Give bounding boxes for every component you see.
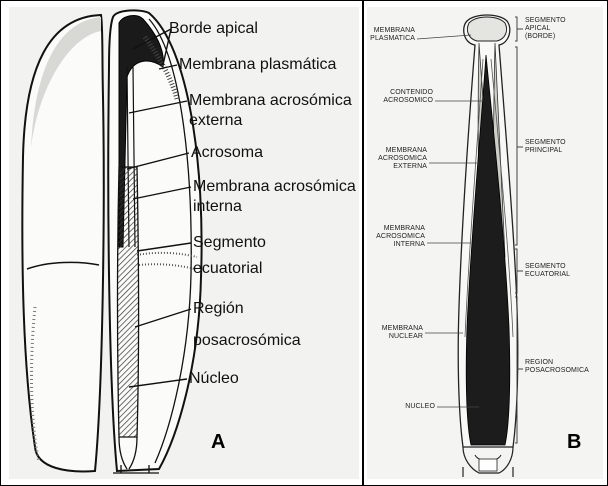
b-label-segmento-apical: SEGMENTO APICAL (BORDE) <box>525 17 566 41</box>
label-region-posacrosomica-line2: posacrosómica <box>193 331 301 351</box>
b-label-contenido-acrosomico: CONTENIDO ACROSOMICO <box>383 89 433 105</box>
b-label-segmento-ecuatorial: SEGMENTO ECUATORIAL <box>525 263 570 279</box>
panel-a-drawing <box>9 7 359 479</box>
b-label-region-posacrosomica: REGION POSACROSOMICA <box>525 359 589 375</box>
b-label-membrana-nuclear: MEMBRANA NUCLEAR <box>382 325 423 341</box>
label-segmento-ecuatorial-line1: Segmento <box>193 233 266 253</box>
panel-divider <box>362 1 364 485</box>
label-membrana-acrosomica-externa-line1: Membrana acrosómica <box>189 91 352 111</box>
nucleus <box>118 167 139 437</box>
b-label-nucleo: NUCLEO <box>405 403 435 411</box>
b-label-membrana-acrosomica-interna: MEMBRANA ACROSOMICA INTERNA <box>376 225 425 249</box>
label-membrana-plasmatica: Membrana plasmática <box>179 55 336 75</box>
panel-a-letter: A <box>211 431 225 454</box>
label-membrana-acrosomica-interna-line1: Membrana acrosómica <box>193 177 356 197</box>
b-label-membrana-plasmatica: MEMBRANA PLASMATICA <box>370 27 415 43</box>
panel-b-letter: B <box>567 431 581 454</box>
label-nucleo: Núcleo <box>189 369 239 389</box>
label-acrosoma: Acrosoma <box>191 143 263 163</box>
sperm-head-surface-view <box>22 15 103 471</box>
panel-a: Borde apical Membrana plasmática Membran… <box>9 7 359 479</box>
b-label-membrana-acrosomica-externa: MEMBRANA ACROSOMICA EXTERNA <box>378 147 427 171</box>
label-membrana-acrosomica-externa-line2: externa <box>189 111 242 131</box>
label-segmento-ecuatorial-line2: ecuatorial <box>193 259 262 279</box>
label-borde-apical: Borde apical <box>169 19 258 39</box>
b-label-segmento-principal: SEGMENTO PRINCIPAL <box>525 139 566 155</box>
label-region-posacrosomica-line1: Región <box>193 299 244 319</box>
label-membrana-acrosomica-interna-line2: interna <box>193 197 242 217</box>
panel-b: MEMBRANA PLASMATICA CONTENIDO ACROSOMICO… <box>367 7 603 479</box>
